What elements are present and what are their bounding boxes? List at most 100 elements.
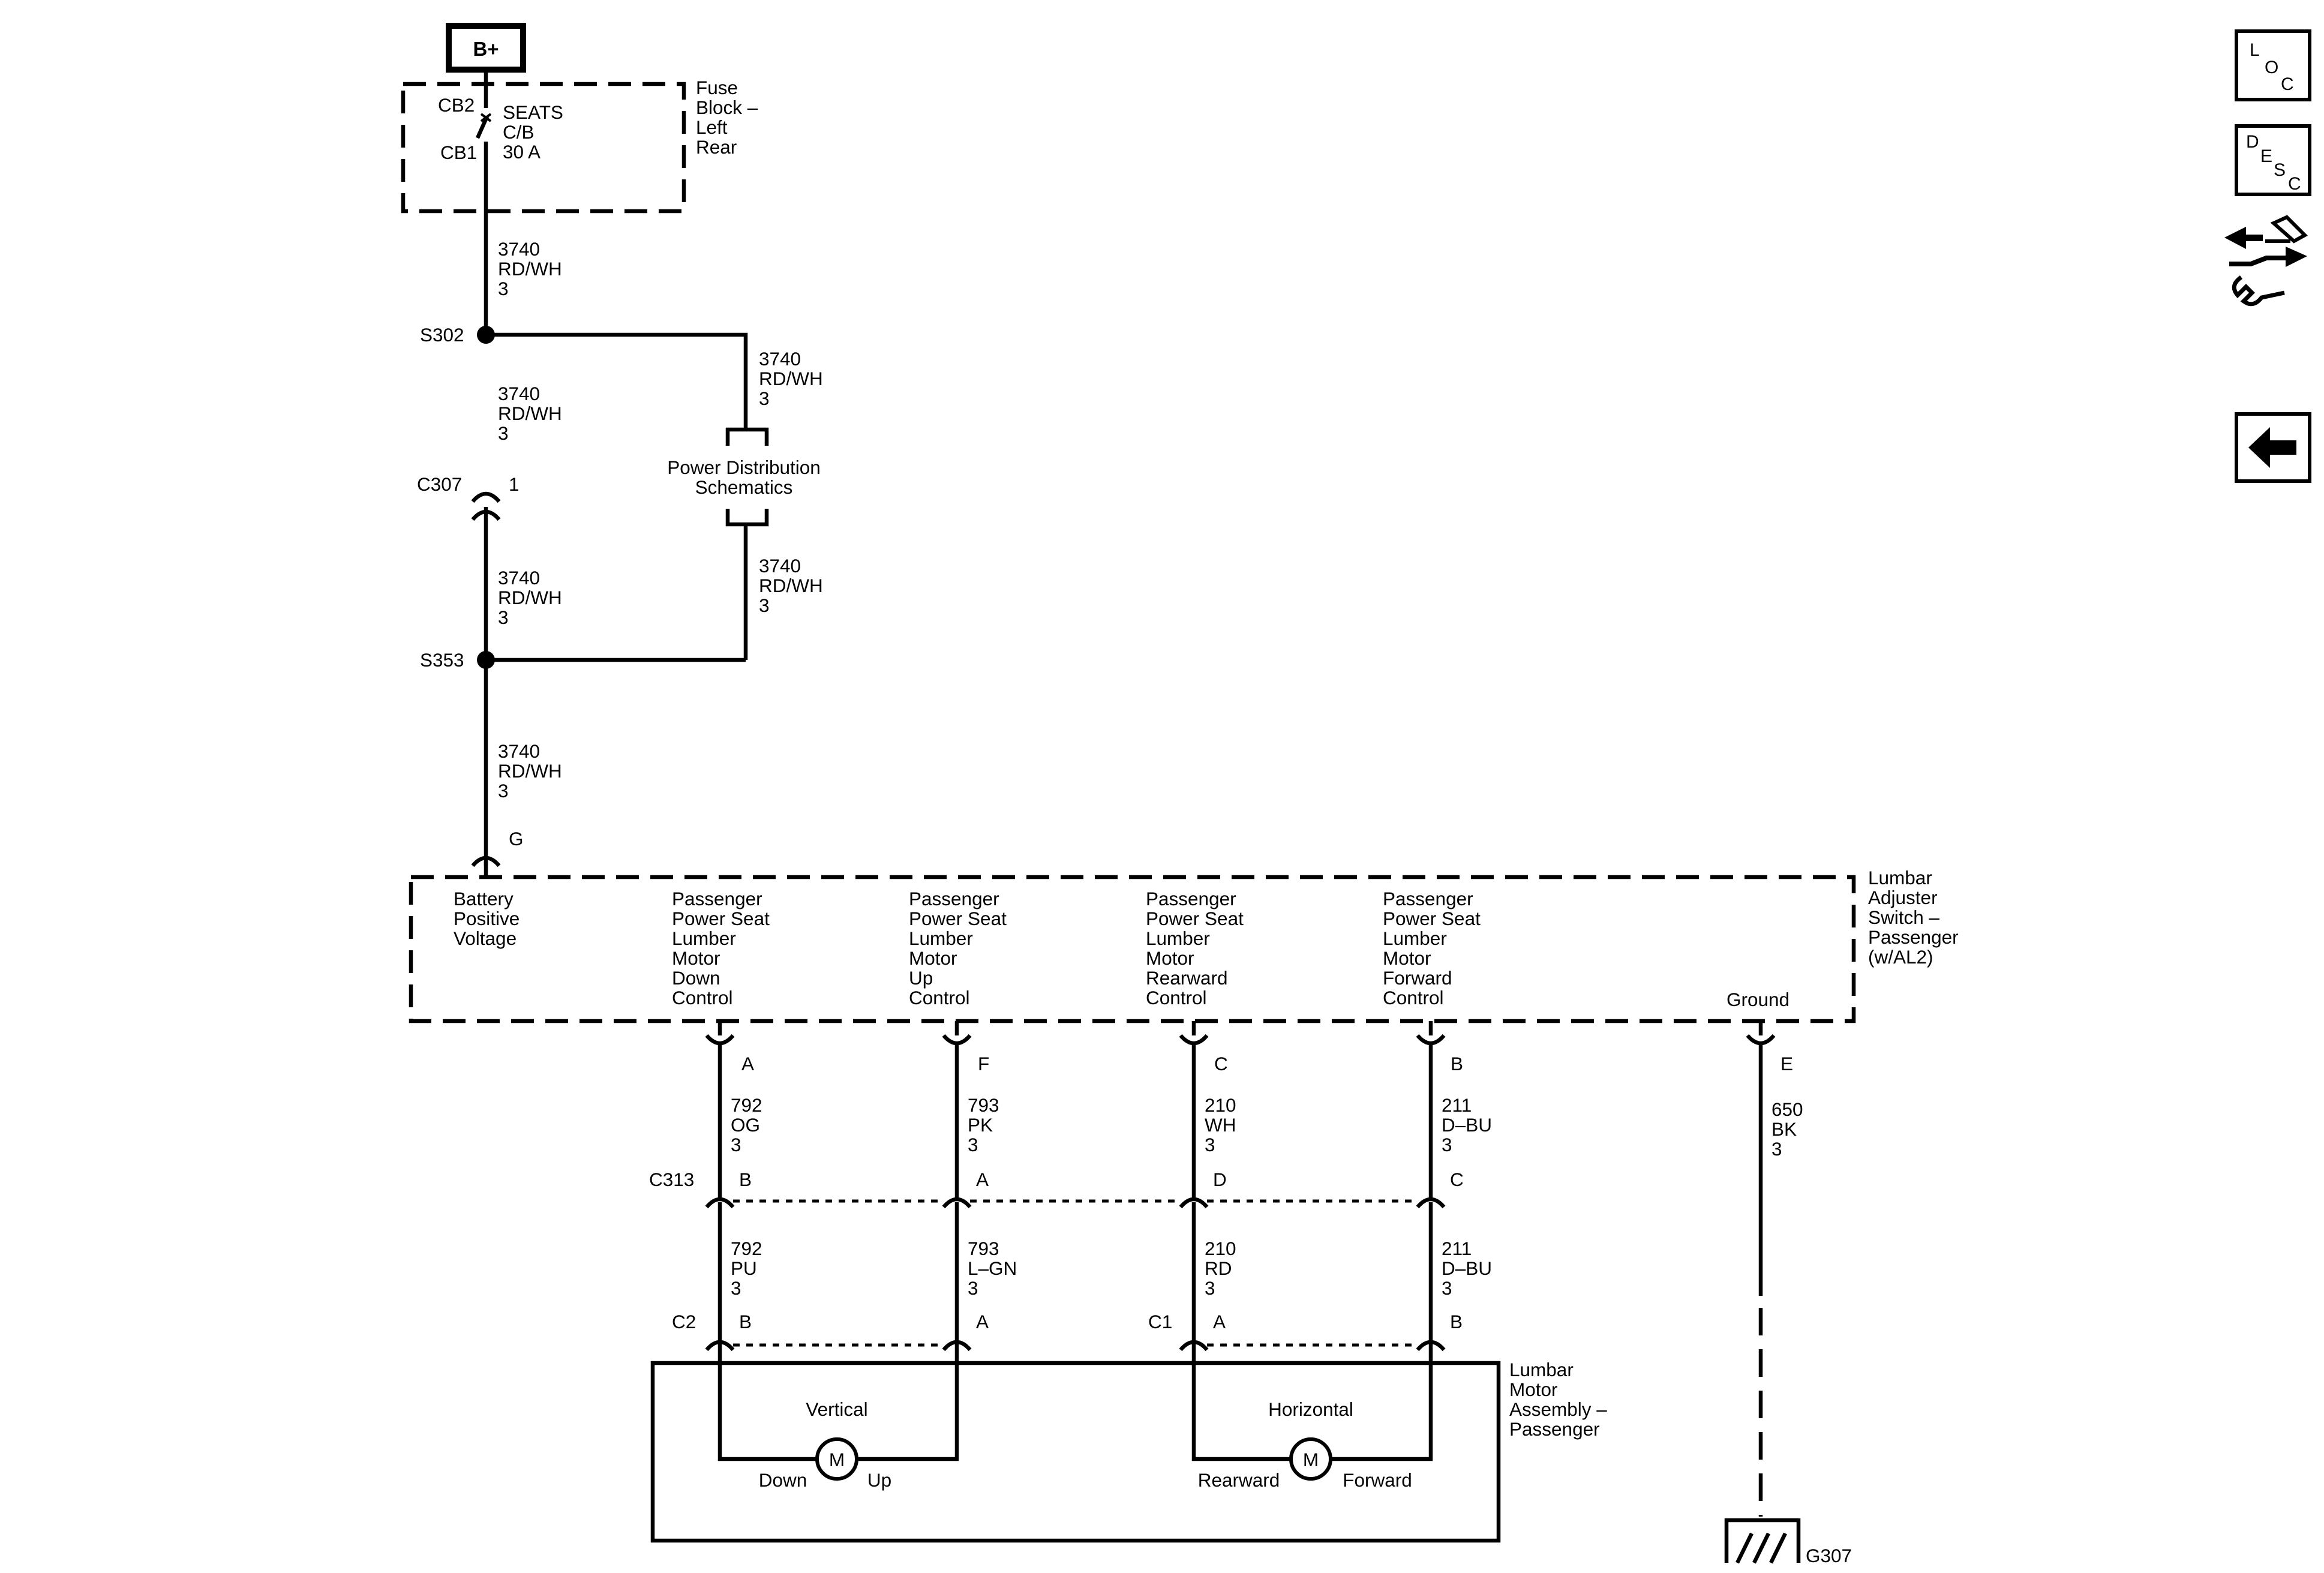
connector-g: G bbox=[471, 828, 524, 877]
svg-text:650: 650 bbox=[1771, 1098, 1803, 1120]
svg-text:RD/WH: RD/WH bbox=[498, 258, 562, 280]
svg-text:Vertical: Vertical bbox=[806, 1398, 867, 1420]
description-button[interactable]: D E S C bbox=[2235, 124, 2311, 196]
cb1-label: CB1 bbox=[440, 142, 477, 163]
svg-text:C2: C2 bbox=[672, 1311, 696, 1332]
svg-text:B: B bbox=[739, 1169, 752, 1190]
svg-text:Power Seat: Power Seat bbox=[909, 908, 1007, 929]
wire-792-og-label: 792 OG 3 bbox=[731, 1094, 762, 1155]
switch-name-label: Lumbar Adjuster Switch – Passenger (w/AL… bbox=[1868, 867, 1959, 968]
fuse-block-outline bbox=[401, 82, 686, 214]
svg-text:Lumber: Lumber bbox=[909, 927, 973, 949]
svg-text:3: 3 bbox=[968, 1134, 978, 1155]
svg-text:L–GN: L–GN bbox=[968, 1257, 1017, 1279]
svg-text:PK: PK bbox=[968, 1114, 993, 1136]
svg-text:Power Seat: Power Seat bbox=[672, 908, 770, 929]
lumbar-rearward-control-label: Passenger Power Seat Lumber Motor Rearwa… bbox=[1146, 888, 1244, 1008]
svg-text:S302: S302 bbox=[420, 324, 464, 346]
power-distribution-reference: Power Distribution Schematics bbox=[667, 427, 821, 660]
svg-text:Power Seat: Power Seat bbox=[1146, 908, 1244, 929]
wire-793-pk-label: 793 PK 3 bbox=[968, 1094, 999, 1155]
svg-text:Passenger: Passenger bbox=[1146, 888, 1236, 909]
svg-text:Adjuster: Adjuster bbox=[1868, 887, 1938, 908]
lumbar-down-control-label: Passenger Power Seat Lumber Motor Down C… bbox=[672, 888, 770, 1008]
svg-text:Schematics: Schematics bbox=[695, 476, 793, 498]
svg-text:Assembly –: Assembly – bbox=[1509, 1398, 1607, 1420]
svg-text:Passenger: Passenger bbox=[672, 888, 762, 909]
wire-210-wh-label: 210 WH 3 bbox=[1205, 1094, 1236, 1155]
svg-text:Control: Control bbox=[1383, 987, 1444, 1008]
svg-text:211: 211 bbox=[1442, 1238, 1472, 1259]
svg-text:RD/WH: RD/WH bbox=[498, 403, 562, 424]
svg-text:Passenger: Passenger bbox=[1509, 1418, 1600, 1440]
svg-text:3: 3 bbox=[498, 607, 509, 628]
vertical-motor: Vertical M Down Up bbox=[717, 1363, 959, 1491]
svg-text:3740: 3740 bbox=[759, 555, 801, 577]
svg-text:3: 3 bbox=[1205, 1134, 1215, 1155]
svg-text:F: F bbox=[978, 1053, 989, 1074]
svg-text:M: M bbox=[1303, 1449, 1319, 1470]
svg-text:3740: 3740 bbox=[498, 740, 540, 762]
svg-text:M: M bbox=[829, 1449, 845, 1470]
svg-text:RD/WH: RD/WH bbox=[498, 587, 562, 608]
lumbar-motor-assembly bbox=[650, 1361, 1501, 1543]
svg-text:PU: PU bbox=[731, 1257, 757, 1279]
svg-text:Motor: Motor bbox=[1509, 1379, 1558, 1400]
wire-3740-label: 3740 RD/WH 3 bbox=[498, 740, 562, 801]
svg-text:G307: G307 bbox=[1806, 1545, 1852, 1566]
connector-tool-icon[interactable] bbox=[2224, 215, 2308, 307]
svg-text:792: 792 bbox=[731, 1238, 762, 1259]
fuse-block-label: Fuse Block – Left Rear bbox=[696, 77, 758, 158]
svg-text:3740: 3740 bbox=[498, 383, 540, 404]
svg-text:3: 3 bbox=[498, 780, 509, 801]
svg-text:Lumber: Lumber bbox=[1383, 927, 1447, 949]
svg-text:B: B bbox=[739, 1311, 752, 1332]
svg-text:S353: S353 bbox=[420, 649, 464, 671]
location-button[interactable]: L O C bbox=[2235, 29, 2311, 101]
svg-text:Lumber: Lumber bbox=[1146, 927, 1210, 949]
svg-text:Passenger: Passenger bbox=[1868, 926, 1959, 948]
svg-text:A: A bbox=[1213, 1311, 1226, 1332]
svg-text:Lumber: Lumber bbox=[672, 927, 736, 949]
svg-text:Horizontal: Horizontal bbox=[1268, 1398, 1353, 1420]
svg-text:Motor: Motor bbox=[1146, 947, 1194, 969]
svg-text:Motor: Motor bbox=[1383, 947, 1431, 969]
svg-text:C: C bbox=[2288, 174, 2301, 194]
svg-text:3: 3 bbox=[498, 278, 509, 299]
connector-c307: C307 1 bbox=[417, 473, 520, 660]
connector-c2: C2 B A bbox=[672, 1311, 989, 1352]
svg-text:RD/WH: RD/WH bbox=[498, 760, 562, 782]
svg-text:G: G bbox=[509, 828, 524, 849]
svg-text:Rearward: Rearward bbox=[1146, 967, 1228, 989]
ground-g307: G307 bbox=[1724, 1518, 1852, 1566]
splice-s302: S302 bbox=[420, 324, 495, 346]
svg-text:D: D bbox=[1213, 1169, 1227, 1190]
svg-text:Battery: Battery bbox=[454, 888, 514, 909]
svg-text:RD: RD bbox=[1205, 1257, 1232, 1279]
svg-text:(w/AL2): (w/AL2) bbox=[1868, 946, 1933, 968]
back-arrow-icon[interactable] bbox=[2235, 412, 2311, 483]
svg-text:SEATS: SEATS bbox=[503, 101, 563, 123]
svg-text:3: 3 bbox=[1442, 1277, 1452, 1299]
wire-210-rd-label: 210 RD 3 bbox=[1205, 1238, 1236, 1299]
svg-text:D: D bbox=[2246, 132, 2259, 152]
wire-3740-label: 3740 RD/WH 3 bbox=[759, 348, 823, 409]
lumbar-forward-control-label: Passenger Power Seat Lumber Motor Forwar… bbox=[1383, 888, 1481, 1008]
svg-text:C1: C1 bbox=[1148, 1311, 1172, 1332]
svg-text:3: 3 bbox=[731, 1134, 741, 1155]
wire-3740-label: 3740 RD/WH 3 bbox=[498, 383, 562, 444]
svg-text:RD/WH: RD/WH bbox=[759, 575, 823, 596]
battery-positive-voltage-label: Battery Positive Voltage bbox=[454, 888, 520, 949]
svg-text:Control: Control bbox=[909, 987, 970, 1008]
wire-793-lgn-label: 793 L–GN 3 bbox=[968, 1238, 1017, 1299]
splice-s353: S353 bbox=[420, 649, 495, 671]
svg-text:3: 3 bbox=[498, 422, 509, 444]
svg-text:3: 3 bbox=[731, 1277, 741, 1299]
svg-text:B: B bbox=[1450, 1311, 1463, 1332]
svg-text:Lumbar: Lumbar bbox=[1509, 1359, 1574, 1380]
lumbar-adjuster-switch bbox=[409, 875, 1856, 1023]
svg-text:Forward: Forward bbox=[1343, 1469, 1412, 1491]
svg-text:RD/WH: RD/WH bbox=[759, 368, 823, 389]
svg-text:3: 3 bbox=[1205, 1277, 1215, 1299]
svg-text:210: 210 bbox=[1205, 1094, 1236, 1116]
